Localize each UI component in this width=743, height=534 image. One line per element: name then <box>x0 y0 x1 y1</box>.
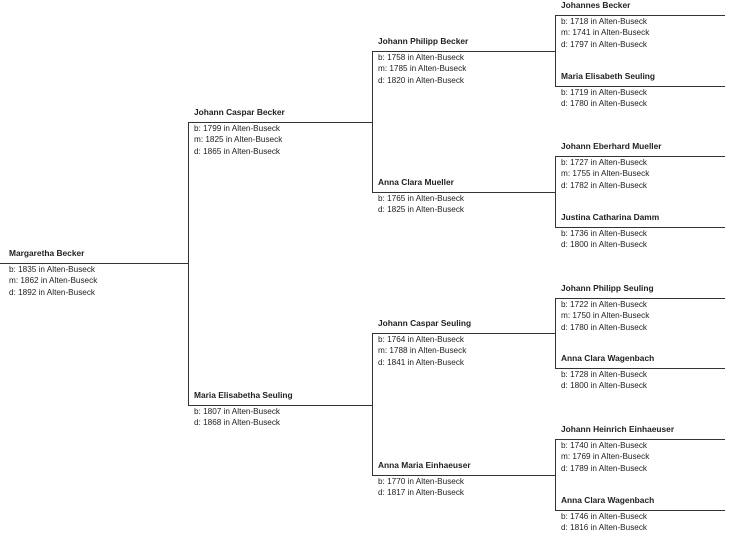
person-fact: d: 1782 in Alten-Buseck <box>561 180 648 190</box>
person-fact: d: 1800 in Alten-Buseck <box>561 381 648 390</box>
person-name: Anna Clara Wagenbach <box>561 353 655 363</box>
person-margaretha-becker[interactable]: Margaretha Becker b: 1835 in Alten-Buseck… <box>9 248 97 298</box>
person-fact: m: 1741 in Alten-Buseck <box>561 28 650 37</box>
person-name: Johann Heinrich Einhaeuser <box>561 424 675 434</box>
person-name: Johann Eberhard Mueller <box>561 141 662 151</box>
person-fact: b: 1718 in Alten-Buseck <box>561 16 648 26</box>
parent-connector <box>372 51 373 193</box>
person-fact: d: 1868 in Alten-Buseck <box>194 418 281 427</box>
person-line <box>555 439 725 440</box>
person-fact: b: 1765 in Alten-Buseck <box>378 193 465 203</box>
person-fact: b: 1770 in Alten-Buseck <box>378 476 465 486</box>
person-line <box>555 227 725 228</box>
person-anna-clara-mueller[interactable]: Anna Clara Mueller b: 1765 in Alten-Busec… <box>378 177 464 216</box>
person-johann-caspar-becker[interactable]: Johann Caspar Becker b: 1799 in Alten-Bus… <box>194 107 285 157</box>
person-line <box>372 333 555 334</box>
parent-connector <box>555 15 556 87</box>
person-fact: d: 1892 in Alten-Buseck <box>9 287 96 297</box>
person-fact: b: 1728 in Alten-Buseck <box>561 369 648 379</box>
person-maria-elisabetha-seuling[interactable]: Maria Elisabetha Seuling b: 1807 in Alten… <box>194 390 293 429</box>
person-fact: m: 1788 in Alten-Buseck <box>378 346 467 355</box>
person-line <box>555 368 725 369</box>
person-justina-catharina-damm[interactable]: Justina Catharina Damm b: 1736 in Alten-B… <box>561 212 659 251</box>
person-fact: b: 1746 in Alten-Buseck <box>561 511 648 521</box>
person-name: Johannes Becker <box>561 0 631 10</box>
person-line <box>188 405 372 406</box>
person-anna-clara-wagenbach[interactable]: Anna Clara Wagenbach b: 1746 in Alten-Bus… <box>561 495 654 534</box>
person-anna-clara-wagenbach[interactable]: Anna Clara Wagenbach b: 1728 in Alten-Bus… <box>561 353 654 392</box>
person-johann-caspar-seuling[interactable]: Johann Caspar Seuling b: 1764 in Alten-Bu… <box>378 318 471 368</box>
person-fact: b: 1736 in Alten-Buseck <box>561 228 648 238</box>
person-line <box>188 122 372 123</box>
parent-connector <box>555 298 556 369</box>
person-fact: m: 1755 in Alten-Buseck <box>561 169 650 178</box>
person-name: Johann Philipp Becker <box>378 36 469 46</box>
person-line <box>0 263 188 264</box>
person-line <box>555 86 725 87</box>
person-johann-eberhard-mueller[interactable]: Johann Eberhard Mueller b: 1727 in Alten-… <box>561 141 662 191</box>
person-fact: d: 1780 in Alten-Buseck <box>561 322 648 332</box>
person-fact: d: 1820 in Alten-Buseck <box>378 75 465 85</box>
person-johann-philipp-seuling[interactable]: Johann Philipp Seuling b: 1722 in Alten-B… <box>561 283 654 333</box>
person-name: Maria Elisabetha Seuling <box>194 390 293 400</box>
person-johann-heinrich-einhaeuser[interactable]: Johann Heinrich Einhaeuser b: 1740 in Alt… <box>561 424 674 474</box>
person-line <box>555 510 725 511</box>
person-johannes-becker[interactable]: Johannes Becker b: 1718 in Alten-Buseck m:… <box>561 0 649 50</box>
person-fact: b: 1835 in Alten-Buseck <box>9 264 96 274</box>
person-fact: d: 1817 in Alten-Buseck <box>378 488 465 497</box>
person-fact: b: 1799 in Alten-Buseck <box>194 123 281 133</box>
person-name: Margaretha Becker <box>9 248 85 258</box>
person-fact: b: 1719 in Alten-Buseck <box>561 87 648 97</box>
parent-connector <box>188 122 189 406</box>
person-line <box>555 156 725 157</box>
person-fact: b: 1727 in Alten-Buseck <box>561 157 648 167</box>
parent-connector <box>555 439 556 511</box>
person-line <box>372 192 555 193</box>
person-fact: m: 1750 in Alten-Buseck <box>561 311 650 320</box>
parent-connector <box>555 156 556 228</box>
person-name: Anna Maria Einhaeuser <box>378 460 471 470</box>
person-fact: b: 1764 in Alten-Buseck <box>378 334 465 344</box>
person-johann-philipp-becker[interactable]: Johann Philipp Becker b: 1758 in Alten-Bu… <box>378 36 468 86</box>
person-line <box>555 15 725 16</box>
person-fact: m: 1825 in Alten-Buseck <box>194 135 283 144</box>
person-fact: b: 1807 in Alten-Buseck <box>194 406 281 416</box>
person-name: Johann Caspar Seuling <box>378 318 472 328</box>
person-line <box>372 475 555 476</box>
person-fact: d: 1865 in Alten-Buseck <box>194 146 281 156</box>
person-anna-maria-einhaeuser[interactable]: Anna Maria Einhaeuser b: 1770 in Alten-Bu… <box>378 460 471 499</box>
person-fact: m: 1769 in Alten-Buseck <box>561 452 650 461</box>
person-fact: d: 1841 in Alten-Buseck <box>378 357 465 367</box>
person-line <box>372 51 555 52</box>
person-fact: d: 1789 in Alten-Buseck <box>561 463 648 473</box>
person-name: Johann Caspar Becker <box>194 107 285 117</box>
person-name: Maria Elisabeth Seuling <box>561 71 656 81</box>
person-fact: m: 1862 in Alten-Buseck <box>9 276 98 285</box>
parent-connector <box>372 333 373 476</box>
person-fact: b: 1740 in Alten-Buseck <box>561 440 648 450</box>
person-fact: d: 1825 in Alten-Buseck <box>378 205 465 214</box>
person-line <box>555 298 725 299</box>
person-fact: d: 1797 in Alten-Buseck <box>561 39 648 49</box>
person-name: Justina Catharina Damm <box>561 212 660 222</box>
person-fact: m: 1785 in Alten-Buseck <box>378 64 467 73</box>
person-fact: b: 1722 in Alten-Buseck <box>561 299 648 309</box>
person-fact: d: 1780 in Alten-Buseck <box>561 99 648 108</box>
person-name: Anna Clara Mueller <box>378 177 454 187</box>
person-fact: d: 1816 in Alten-Buseck <box>561 523 648 532</box>
person-fact: b: 1758 in Alten-Buseck <box>378 52 465 62</box>
person-maria-elisabeth-seuling[interactable]: Maria Elisabeth Seuling b: 1719 in Alten-… <box>561 71 655 110</box>
person-fact: d: 1800 in Alten-Buseck <box>561 240 648 249</box>
person-name: Anna Clara Wagenbach <box>561 495 655 505</box>
person-name: Johann Philipp Seuling <box>561 283 654 293</box>
